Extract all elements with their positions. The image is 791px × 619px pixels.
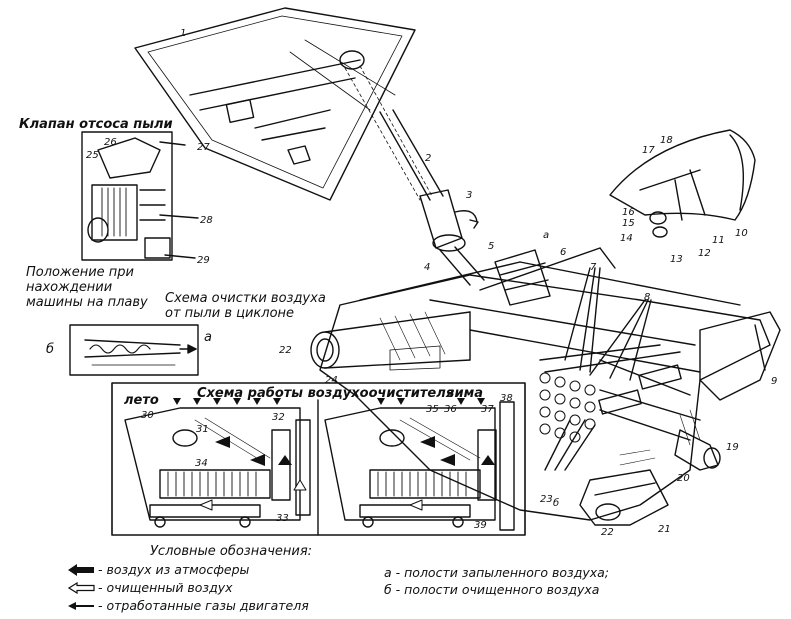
hull-roof-drawing <box>134 7 416 201</box>
callout-37: 37 <box>481 404 494 415</box>
operation-scheme-frame <box>111 382 526 536</box>
callout-29: 29 <box>197 255 210 266</box>
callout-34: 34 <box>195 458 208 469</box>
callout-14: 14 <box>620 233 633 244</box>
callout-9: 9 <box>771 376 778 387</box>
dust-valve-title: Клапан отсоса пыли <box>19 117 173 132</box>
callout-4: 4 <box>424 262 431 273</box>
callout-2: 2 <box>425 153 432 164</box>
callout-8: 8 <box>644 292 651 303</box>
callout-18: 18 <box>660 135 673 146</box>
callout-23: 23 <box>540 494 553 505</box>
callout-22b: 22 <box>601 527 614 538</box>
thin-arrow-icon <box>68 602 94 610</box>
winter-label: зима <box>447 386 484 401</box>
callout-1: 1 <box>180 28 187 39</box>
callout-11: 11 <box>712 235 725 246</box>
callout-28: 28 <box>200 215 213 226</box>
callout-24: 24 <box>325 375 338 386</box>
valve-detail-drawing <box>609 129 756 238</box>
callout-16: 16 <box>622 207 635 218</box>
callout-12: 12 <box>698 248 711 259</box>
callout-5: 5 <box>488 241 495 252</box>
callout-15: 15 <box>622 218 635 229</box>
callout-27: 27 <box>197 142 210 153</box>
black-arrow-icon <box>68 564 94 576</box>
cyclone-letter-b: б <box>46 342 55 357</box>
legend-title: Условные обозначения: <box>150 544 313 559</box>
legend-text-exhaust: - отработанные газы двигателя <box>98 598 309 613</box>
cyclone-scheme-label: Схема очистки воздуха от пыли в циклоне <box>165 291 326 321</box>
callout-20: 20 <box>677 473 690 484</box>
callout-30: 30 <box>141 410 154 421</box>
cyclone-letter-a: а <box>204 330 212 345</box>
callout-26: 26 <box>104 137 117 148</box>
callout-38: 38 <box>500 393 513 404</box>
callout-13: 13 <box>670 254 683 265</box>
hollow-arrow-icon <box>68 582 95 594</box>
callout-19: 19 <box>726 442 739 453</box>
callout-b-main: б <box>553 498 560 509</box>
callout-32: 32 <box>272 412 285 423</box>
callout-39: 39 <box>474 520 487 531</box>
legend-text-clean-air: - очищенный воздух <box>98 580 233 595</box>
callout-3: 3 <box>466 190 473 201</box>
intake-pipe-drawing <box>344 65 485 286</box>
cyclone-scheme-drawing <box>69 324 199 376</box>
air-cleaner-scheme-title: Схема работы воздухоочистителя <box>197 386 455 401</box>
callout-21: 21 <box>658 524 671 535</box>
callout-a-main: а <box>543 230 550 241</box>
callout-17: 17 <box>642 145 655 156</box>
callout-36: 36 <box>444 404 457 415</box>
air-cleaner-body-drawing <box>310 247 781 526</box>
callout-35: 35 <box>426 404 439 415</box>
note-clean-air: б - полости очищенного воздуха <box>384 582 600 597</box>
dust-valve-inset-drawing <box>81 131 199 261</box>
callout-25: 25 <box>86 150 99 161</box>
callout-22: 22 <box>279 345 292 356</box>
callout-33: 33 <box>276 513 289 524</box>
afloat-position-label: Положение при нахождении машины на плаву <box>26 265 148 310</box>
note-dusty-air: а - полости запыленного воздуха; <box>384 565 610 580</box>
callout-31: 31 <box>196 424 209 435</box>
summer-label: лето <box>124 393 159 408</box>
callout-6: 6 <box>560 247 567 258</box>
callout-10: 10 <box>735 228 748 239</box>
legend-text-atmosphere: - воздух из атмосферы <box>98 562 250 577</box>
callout-7: 7 <box>590 262 597 273</box>
